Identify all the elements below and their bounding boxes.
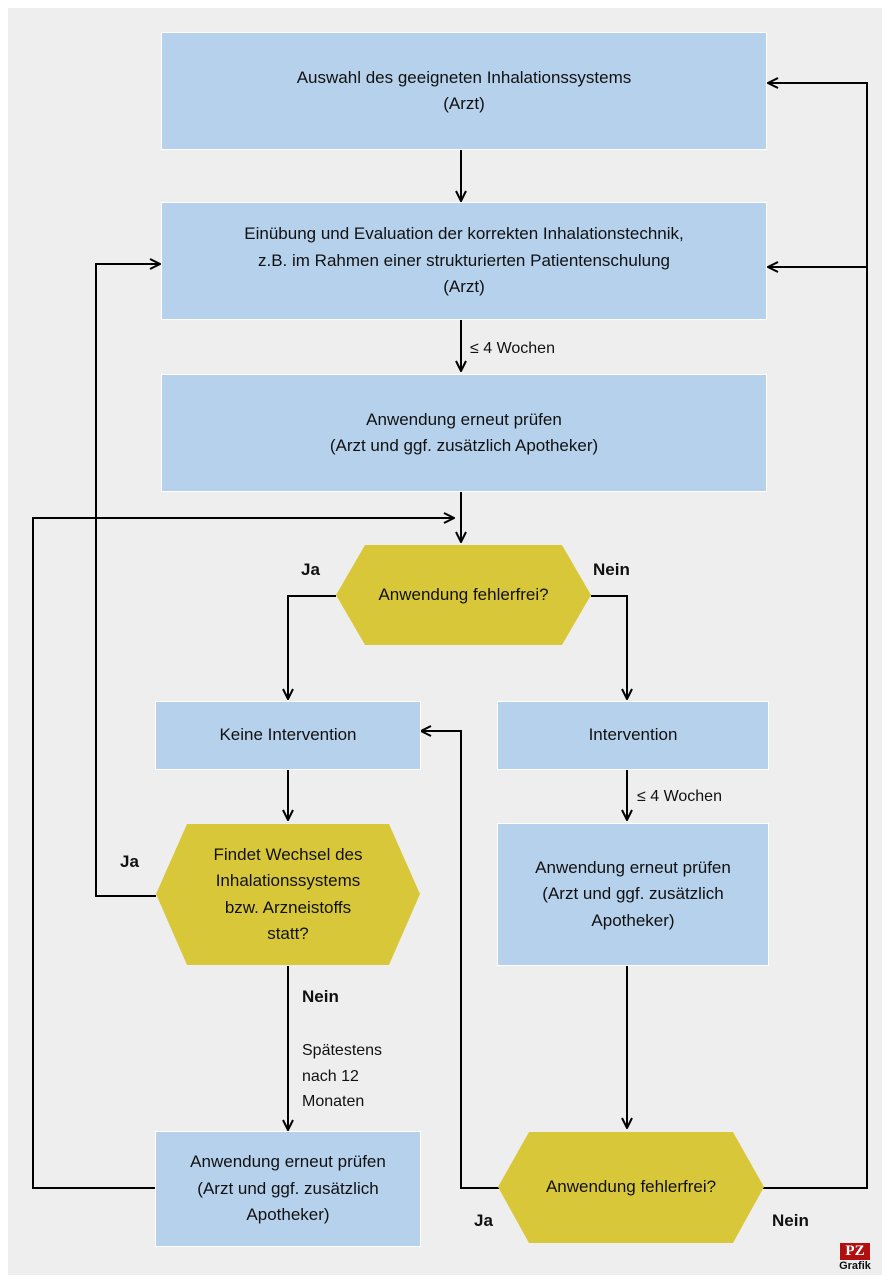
label-nein-3: Nein — [772, 1211, 809, 1230]
arrow-recheck3-loop — [32, 518, 454, 1189]
box-recheck-3: Anwendung erneut prüfen (Arzt und ggf. z… — [155, 1131, 421, 1247]
label-nein-1: Nein — [593, 560, 630, 579]
box-training: Einübung und Evaluation der korrekten In… — [161, 202, 767, 320]
label-latest: Spätestens nach 12 Monaten — [302, 1042, 383, 1111]
box-recheck-1: Anwendung erneut prüfen (Arzt und ggf. z… — [161, 374, 767, 492]
arrow-decision2-ja — [421, 731, 500, 1189]
label-nein-2: Nein — [302, 987, 339, 1006]
box-no-intervention: Keine Intervention — [155, 701, 421, 770]
label-weeks-2: ≤ 4 Wochen — [637, 788, 722, 805]
arrow-decision2-nein-top — [763, 83, 868, 1189]
arrow-decision-ja — [288, 595, 336, 699]
arrow-decision-nein — [591, 595, 627, 699]
logo-subtitle: Grafik — [839, 1260, 871, 1272]
label-weeks-1: ≤ 4 Wochen — [470, 340, 555, 357]
decision-error-free-1: Anwendung fehlerfrei? — [335, 544, 592, 646]
box-recheck-2: Anwendung erneut prüfen (Arzt und ggf. z… — [497, 823, 769, 966]
pz-grafik-logo: PZ Grafik — [833, 1243, 877, 1273]
logo-mark: PZ — [840, 1243, 870, 1260]
decision-error-free-2: Anwendung fehlerfrei? — [497, 1131, 765, 1244]
decision-switch: Findet Wechsel des Inhalationssystems bz… — [155, 823, 421, 966]
box-select-system: Auswahl des geeigneten Inhalationssystem… — [161, 32, 767, 150]
box-intervention: Intervention — [497, 701, 769, 770]
arrow-switch-ja-to-training — [95, 264, 160, 897]
label-ja-3: Ja — [474, 1211, 493, 1230]
label-ja-2: Ja — [120, 852, 139, 871]
label-ja-1: Ja — [301, 560, 320, 579]
